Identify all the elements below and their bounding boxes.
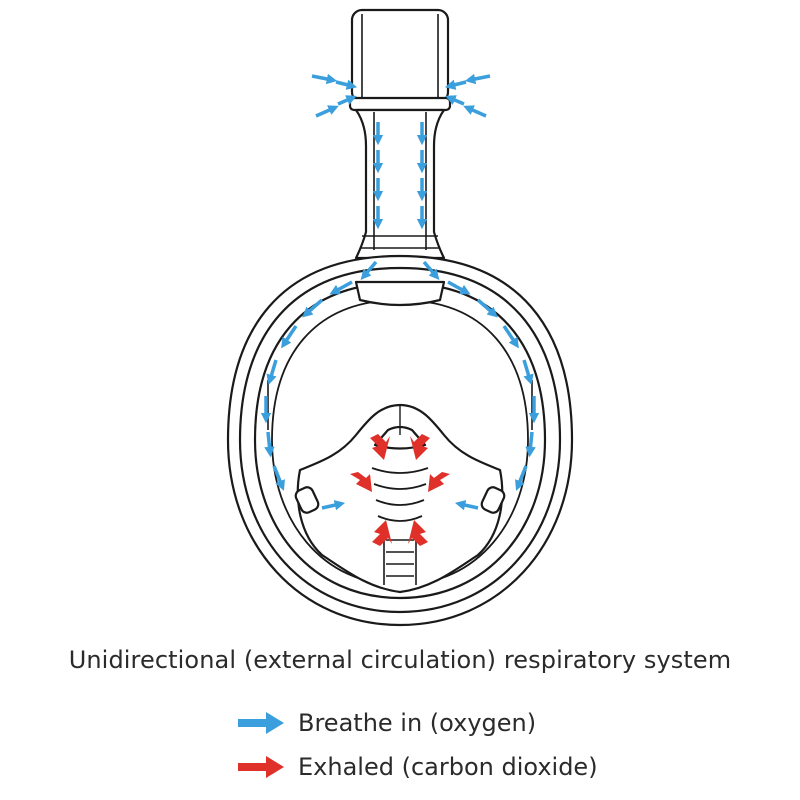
legend-item-exhale: Exhaled (carbon dioxide): [238, 749, 598, 785]
inhale-flow-arrows: [260, 73, 540, 511]
snorkel-mask-diagram: [226, 8, 574, 627]
blue-arrow-icon: [238, 712, 284, 734]
legend-item-inhale: Breathe in (oxygen): [238, 705, 536, 741]
legend-label-inhale: Breathe in (oxygen): [298, 709, 537, 737]
exhale-flow-arrows: [350, 434, 450, 546]
snorkel-mask-icon: [226, 8, 574, 627]
legend-label-exhale: Exhaled (carbon dioxide): [298, 753, 598, 781]
diagram-caption: Unidirectional (external circulation) re…: [68, 646, 732, 674]
red-arrow-icon: [238, 756, 284, 778]
